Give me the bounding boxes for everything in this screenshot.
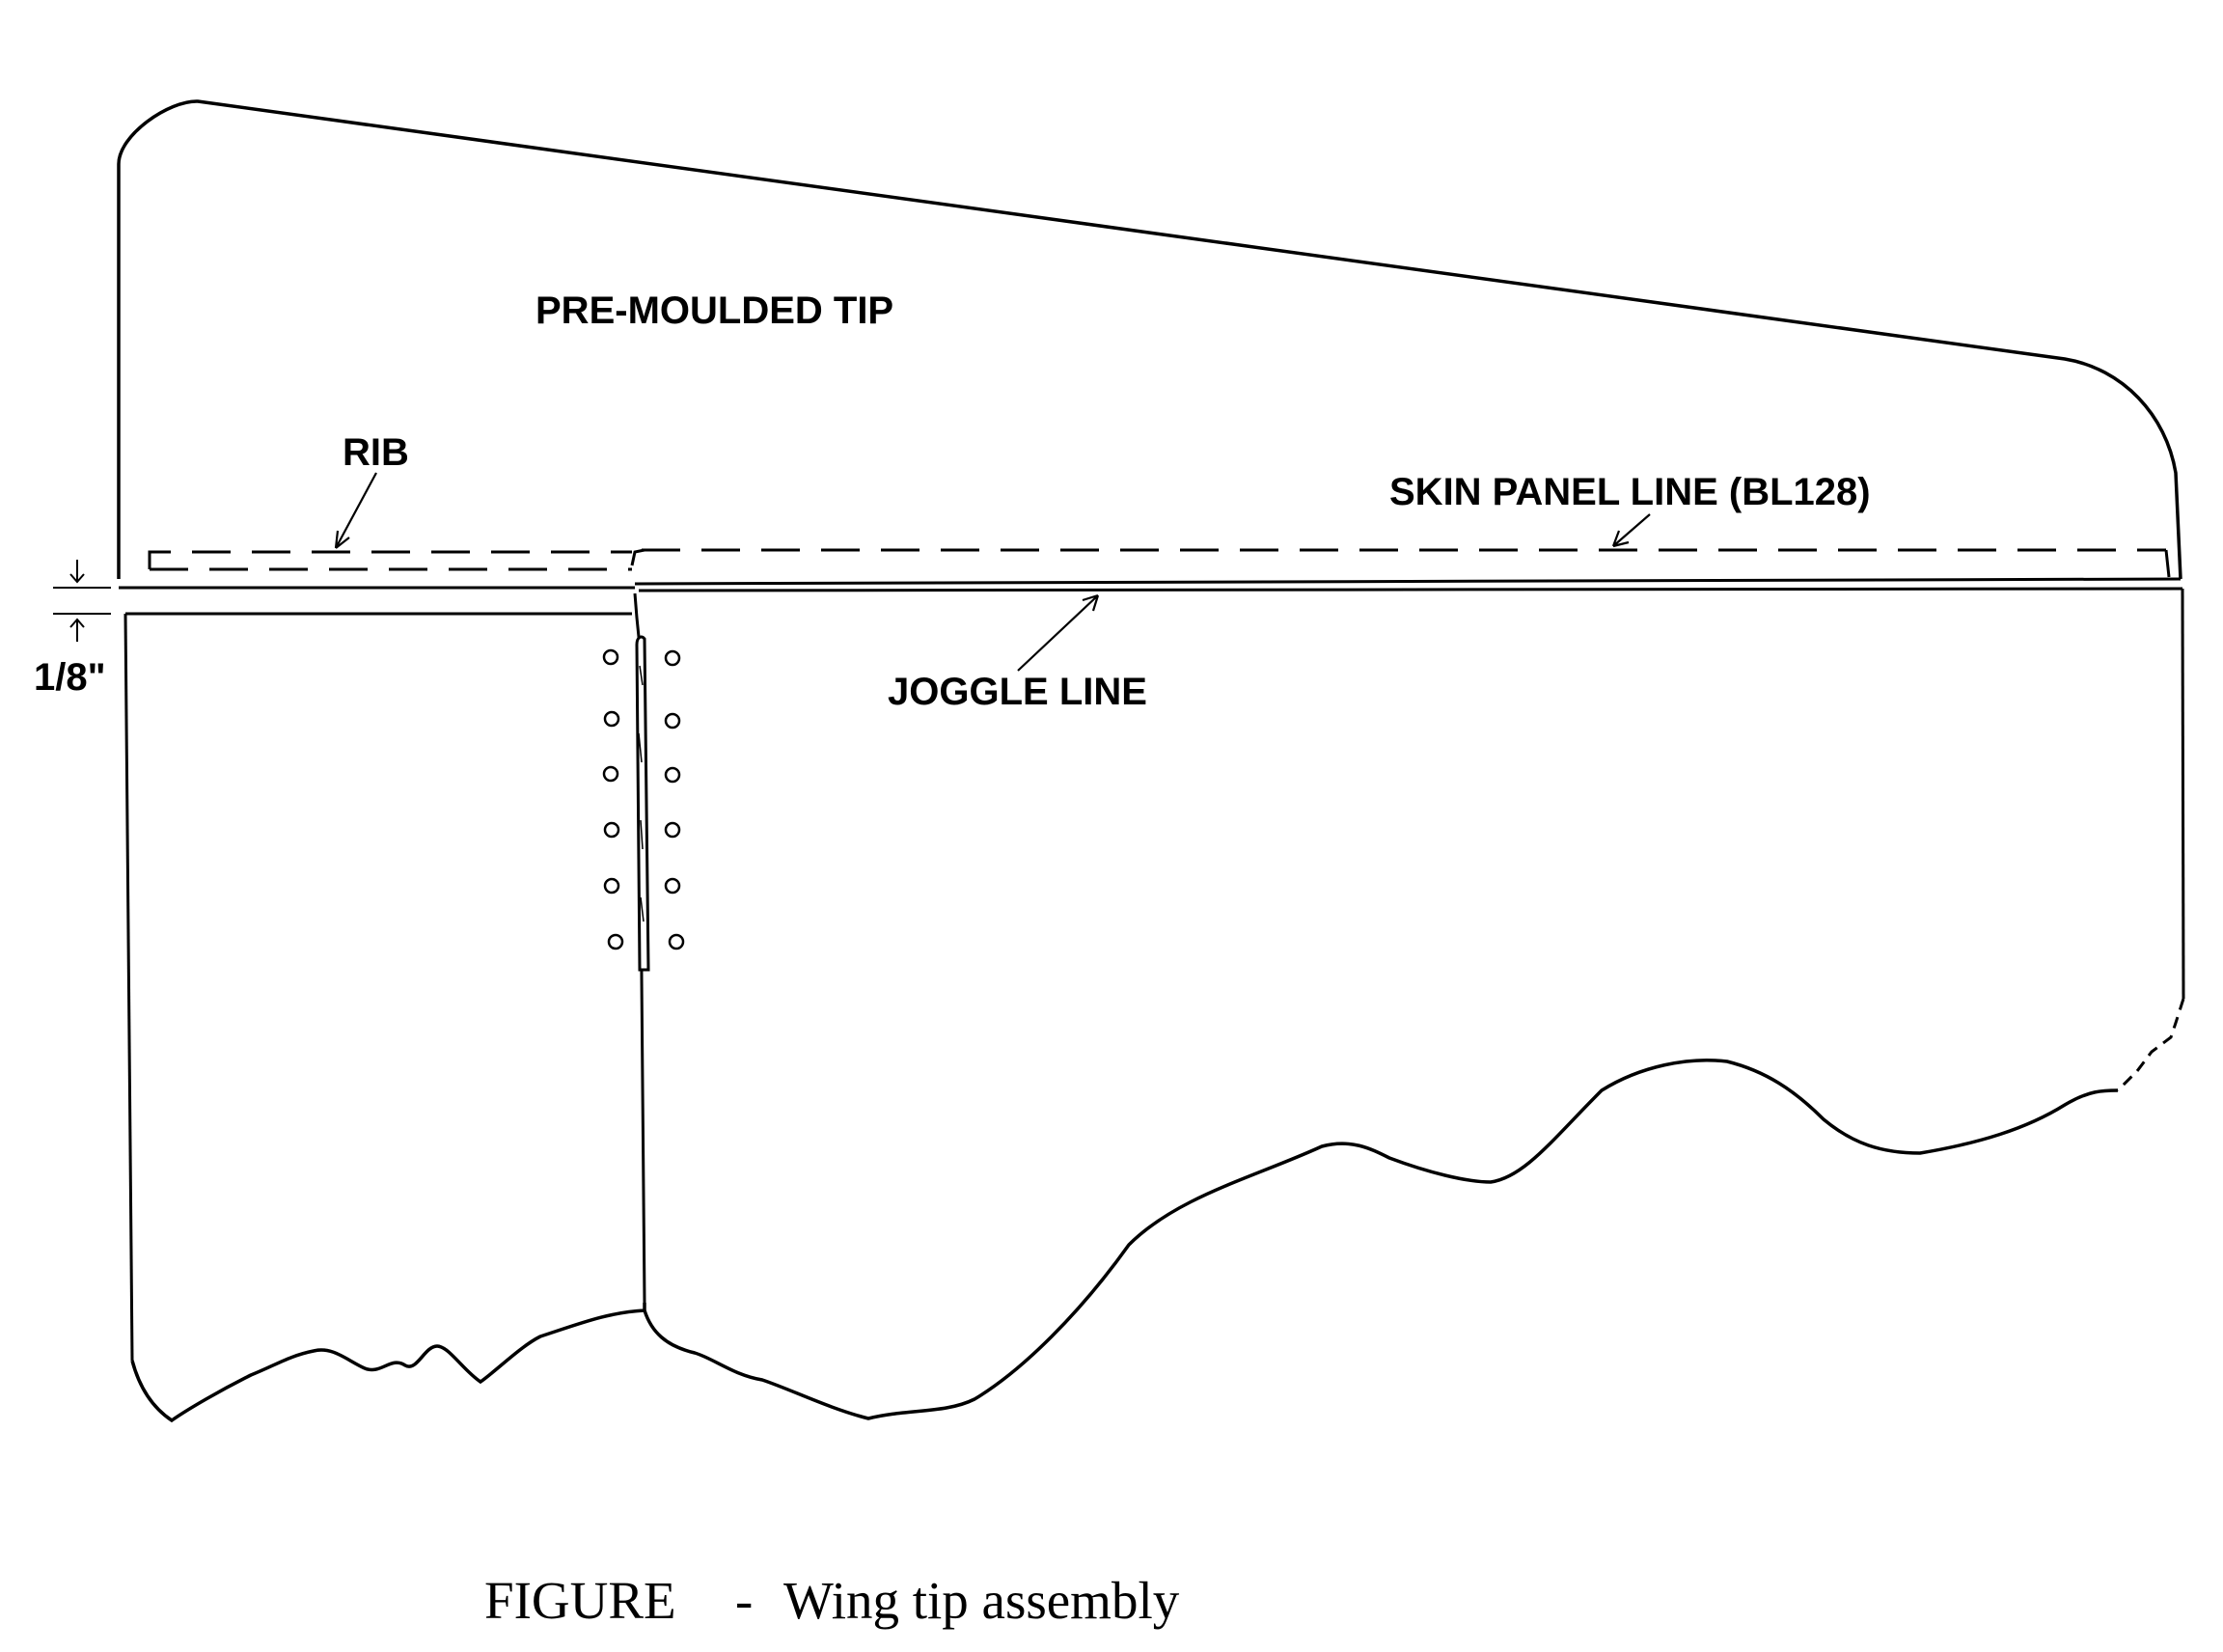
wing-skin-right-break <box>2116 998 2185 1092</box>
rib-label: RIB <box>343 431 409 474</box>
rivet <box>664 649 681 667</box>
rivet <box>607 933 624 950</box>
wing-skin-right-edge <box>2181 588 2185 1000</box>
dimension-arrow-down <box>69 560 85 584</box>
gap-dimension-label: 1/8" <box>34 656 106 699</box>
rib-leader-arrow <box>334 472 377 549</box>
dimension-arrow-up <box>69 618 85 642</box>
splice-strap-hatching <box>638 665 645 922</box>
figure-caption-title: Wing tip assembly <box>783 1571 1180 1630</box>
rivet <box>664 712 681 730</box>
wing-skin-top-edge-right <box>638 587 2183 592</box>
rib-outline <box>148 550 632 571</box>
wing-skin-left-edge <box>124 613 134 1362</box>
rivet <box>664 821 681 839</box>
skin-panel-line-end <box>2164 549 2171 578</box>
rivet <box>602 648 619 666</box>
splice-strap <box>635 635 650 972</box>
skin-panel-step <box>630 548 645 566</box>
rivet <box>602 765 619 783</box>
rivet <box>664 766 681 784</box>
torn-edge-right <box>643 1059 2119 1420</box>
figure-caption-separator: - <box>735 1571 753 1630</box>
joggle-leader-arrow <box>1017 593 1100 672</box>
rivet <box>603 710 620 728</box>
torn-edge-left <box>130 1303 646 1423</box>
skin-panel-line-label: SKIN PANEL LINE (BL128) <box>1389 471 1871 513</box>
rivet <box>603 821 620 839</box>
figure-caption-label: FIGURE <box>484 1571 676 1630</box>
rivet <box>668 933 685 950</box>
tip-outline <box>117 99 2182 580</box>
tip-bottom-edge-right <box>634 577 2182 586</box>
pre-moulded-tip-label: PRE-MOULDED TIP <box>535 289 893 332</box>
rivet <box>603 877 620 895</box>
rivet <box>664 877 681 895</box>
joggle-line-label: JOGGLE LINE <box>888 671 1147 713</box>
skin-panel-leader-arrow <box>1611 513 1651 548</box>
